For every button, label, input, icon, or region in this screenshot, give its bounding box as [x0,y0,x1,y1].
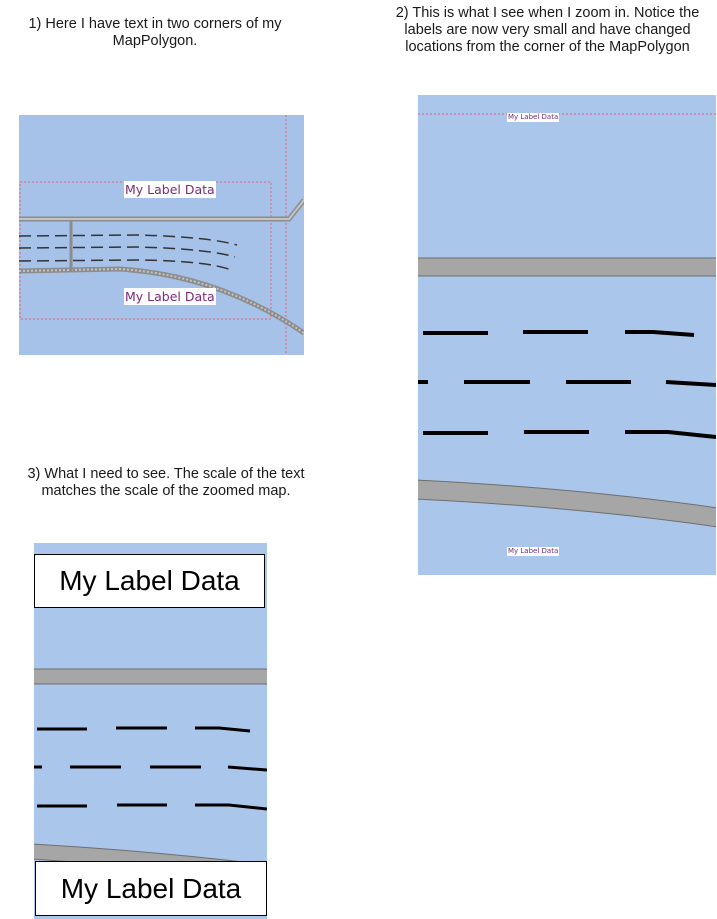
lane-dash-2 [19,246,236,258]
map-label-top: My Label Data [124,181,216,198]
road-upper [19,198,304,222]
map-panel-original[interactable]: My Label Data My Label Data [19,115,304,355]
road-upper-fill [19,199,304,220]
map-label-bottom: My Label Data [124,288,216,305]
lane-dash-3c [625,430,716,439]
map-panel-desired[interactable]: My Label Data My Label Data [34,543,267,919]
map-label-top: My Label Data [507,113,560,122]
road-upper [418,257,716,277]
caption-step-2: 2) This is what I see when I zoom in. No… [395,5,700,55]
map-label-bottom: My Label Data [35,861,267,916]
map-label-top: My Label Data [34,554,265,608]
caption-step-1: 1) Here I have text in two corners of my… [28,16,282,49]
lane-dash-3c [195,803,267,811]
lane-dash-1c [625,330,695,337]
map-panel-zoomed[interactable]: My Label Data My Label Data [418,95,716,575]
map-label-bottom: My Label Data [507,547,560,556]
lane-dash-3 [19,259,232,271]
lane-dash-1 [19,234,238,246]
lane-dash-2d [665,380,716,387]
caption-step-3: 3) What I need to see. The scale of the … [27,466,305,499]
road-upper [34,668,267,685]
lane-dash-2d [227,765,267,772]
map-canvas-original [19,115,304,355]
lane-dash-1c [195,726,251,733]
map-canvas-zoomed [418,113,716,528]
road-lower-fill [19,267,304,334]
road-lower [418,479,716,528]
